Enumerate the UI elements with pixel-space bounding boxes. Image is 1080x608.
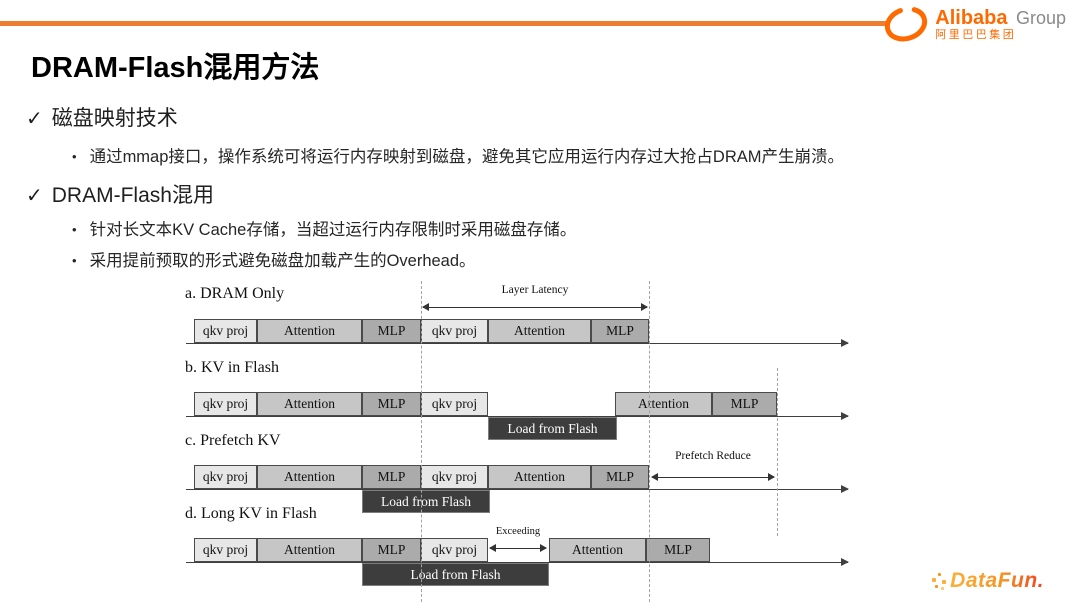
timeline-axis: [186, 339, 849, 347]
timeline-axis: [186, 485, 849, 493]
page-title: DRAM-Flash混用方法: [31, 52, 320, 84]
bullet-mmap: • 通过mmap接口，操作系统可将运行内存映射到磁盘，避免其它应用运行内存过大抢占…: [72, 143, 844, 167]
timeline-block-load-from-flash: Load from Flash: [362, 563, 549, 586]
check-icon: ✓: [26, 108, 43, 130]
brand-name: Alibaba: [935, 6, 1008, 29]
annotation-span-arrow: [651, 473, 775, 481]
timeline-block-mlp: MLP: [646, 538, 710, 562]
timeline-row-label: d. Long KV in Flash: [185, 505, 317, 522]
timeline-axis: [186, 558, 849, 566]
timeline-block-qkv-proj: qkv proj: [194, 538, 257, 562]
timeline-block-attention: Attention: [257, 465, 362, 489]
datafun-pixel-icon: [932, 578, 937, 582]
annotation-span-arrow: [422, 303, 648, 311]
timeline-block-attention: Attention: [615, 392, 712, 416]
timeline-block-qkv-proj: qkv proj: [194, 392, 257, 416]
bullet-prefetch: • 采用提前预取的形式避免磁盘加载产生的Overhead。: [72, 247, 476, 271]
timeline-block-mlp: MLP: [362, 465, 421, 489]
datafun-pixel-icon: [938, 573, 942, 576]
dashed-guide-line: [421, 281, 422, 602]
timeline-block-mlp: MLP: [362, 319, 421, 343]
timeline-block-qkv-proj: qkv proj: [421, 392, 488, 416]
bullet-text: 针对长文本KV Cache存储，当超过运行内存限制时采用磁盘存储。: [89, 221, 577, 239]
timeline-block-qkv-proj: qkv proj: [421, 319, 488, 343]
timeline-block-qkv-proj: qkv proj: [194, 465, 257, 489]
datafun-pixel-icon: [941, 587, 945, 590]
timeline-block-mlp: MLP: [362, 392, 421, 416]
timeline-block-load-from-flash: Load from Flash: [488, 417, 617, 440]
annotation-label: Layer Latency: [501, 284, 569, 296]
bullet-text: 通过mmap接口，操作系统可将运行内存映射到磁盘，避免其它应用运行内存过大抢占D…: [89, 148, 844, 166]
annotation-label: Exceeding: [495, 526, 541, 537]
annotation-span-arrow: [489, 544, 547, 552]
section-heading-label: 磁盘映射技术: [51, 107, 178, 130]
timeline-row-label: b. KV in Flash: [185, 359, 279, 376]
dashed-guide-line: [777, 368, 778, 536]
timeline-block-qkv-proj: qkv proj: [194, 319, 257, 343]
timeline-block-attention: Attention: [257, 392, 362, 416]
timeline-block-attention: Attention: [549, 538, 646, 562]
timeline-row-label: c. Prefetch KV: [185, 432, 281, 449]
dashed-guide-line: [649, 281, 650, 602]
bullet-kv-cache: • 针对长文本KV Cache存储，当超过运行内存限制时采用磁盘存储。: [72, 216, 576, 240]
brand-name-cn: 阿里巴巴集团: [935, 28, 1017, 41]
timeline-row-label: a. DRAM Only: [185, 285, 285, 302]
timeline-block-attention: Attention: [257, 319, 362, 343]
bullet-icon: •: [72, 149, 77, 164]
timeline-block-attention: Attention: [488, 465, 591, 489]
timeline-block-mlp: MLP: [362, 538, 421, 562]
bullet-text: 采用提前预取的形式避免磁盘加载产生的Overhead。: [89, 252, 476, 270]
datafun-pixel-icon: [942, 580, 947, 584]
accent-bar: [0, 21, 888, 26]
check-icon: ✓: [26, 185, 43, 207]
datafun-pixel-icon: [935, 585, 939, 588]
bullet-icon: •: [72, 222, 77, 237]
alibaba-logo: Alibaba Group 阿里巴巴集团: [883, 5, 1066, 43]
alibaba-smiley-icon: [885, 6, 928, 42]
section-heading-dram-flash: ✓ DRAM-Flash混用: [26, 179, 214, 209]
alibaba-logo-text: Alibaba Group 阿里巴巴集团: [935, 8, 1066, 41]
timeline-block-attention: Attention: [257, 538, 362, 562]
timeline-block-attention: Attention: [488, 319, 591, 343]
brand-suffix: Group: [1015, 7, 1066, 28]
timeline-block-mlp: MLP: [591, 319, 649, 343]
section-heading-disk-mapping: ✓ 磁盘映射技术: [26, 102, 178, 132]
bullet-icon: •: [72, 253, 77, 268]
timeline-block-qkv-proj: qkv proj: [421, 465, 488, 489]
annotation-label: Prefetch Reduce: [675, 450, 751, 462]
timeline-block-mlp: MLP: [591, 465, 649, 489]
timeline-block-qkv-proj: qkv proj: [421, 538, 488, 562]
timeline-axis: [186, 412, 849, 420]
datafun-logo: DataFun.: [932, 569, 1044, 595]
timeline-block-mlp: MLP: [712, 392, 777, 416]
timeline-block-load-from-flash: Load from Flash: [362, 490, 490, 513]
datafun-logo-text: DataFun.: [950, 569, 1044, 592]
section-heading-label: DRAM-Flash混用: [51, 184, 214, 207]
